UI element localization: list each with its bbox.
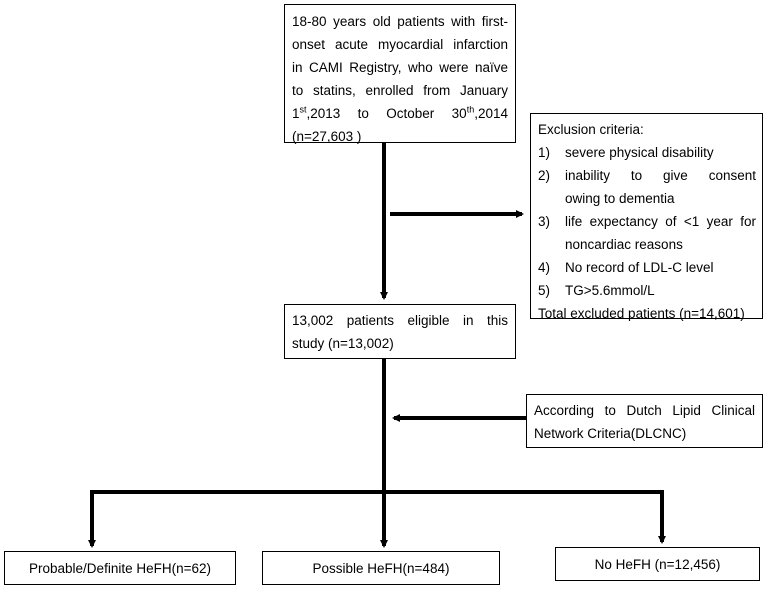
exclusion-list: 1) severe physical disability 2) inabili… bbox=[538, 141, 756, 302]
date-suffix-1: st bbox=[299, 104, 307, 115]
exclusion-item: 3) life expectancy of <1 year for noncar… bbox=[538, 210, 756, 256]
exclusion-item: 5) TG>5.6mmol/L bbox=[538, 279, 756, 302]
outcome-possible-hefh: Possible HeFH(n=484) bbox=[262, 551, 500, 585]
exclusion-item-text: No record of LDL-C level bbox=[565, 260, 714, 275]
exclusion-title: Exclusion criteria: bbox=[538, 122, 644, 137]
date-range-text: ,2013 to October 30 bbox=[306, 106, 467, 121]
enrollment-line-5: 1st,2013 to October 30th,2014 bbox=[292, 102, 508, 125]
exclusion-item: 2) inability to give consent owing to de… bbox=[538, 164, 756, 210]
enrollment-line-1: 18-80 years old patients with first- bbox=[292, 14, 508, 29]
exclusion-item-text: severe physical disability bbox=[565, 145, 714, 160]
eligible-line-2: study (n=13,002) bbox=[292, 336, 394, 351]
exclusion-item-text: inability to give consent bbox=[565, 168, 756, 183]
eligible-line-1: 13,002 patients eligible in this bbox=[292, 313, 508, 328]
date-suffix-2: th bbox=[466, 104, 475, 115]
enrollment-line-2: onset acute myocardial infarction bbox=[292, 37, 508, 52]
exclusion-item-number: 5) bbox=[538, 283, 551, 298]
exclusion-item-text: life expectancy of <1 year for bbox=[565, 214, 756, 229]
criteria-line-1: According to Dutch Lipid Clinical bbox=[534, 403, 755, 418]
enrollment-box: 18-80 years old patients with first- ons… bbox=[284, 4, 516, 144]
exclusion-item-text: owing to dementia bbox=[565, 191, 675, 206]
outcome-probable-definite-hefh: Probable/Definite HeFH(n=62) bbox=[4, 551, 236, 585]
exclusion-item-number: 4) bbox=[538, 260, 551, 275]
enrollment-count: (n=27,603 ) bbox=[292, 129, 362, 144]
criteria-line-2: Network Criteria(DLCNC) bbox=[534, 426, 687, 441]
date-day-1: 1 bbox=[292, 106, 300, 121]
exclusion-item: 1) severe physical disability bbox=[538, 141, 756, 164]
enrollment-line-4: to statins, enrolled from January bbox=[292, 83, 508, 98]
date-year-2: ,2014 bbox=[474, 106, 508, 121]
exclusion-item-number: 3) bbox=[538, 214, 551, 229]
exclusion-total: Total excluded patients (n=14,601) bbox=[538, 306, 745, 321]
enrollment-line-3: in CAMI Registry, who were naïve bbox=[292, 60, 508, 75]
eligible-patients-box: 13,002 patients eligible in this study (… bbox=[284, 304, 516, 359]
dlcnc-criteria-box: According to Dutch Lipid Clinical Networ… bbox=[526, 394, 763, 448]
outcome-no-hefh: No HeFH (n=12,456) bbox=[555, 547, 760, 581]
exclusion-criteria-box: Exclusion criteria: 1) severe physical d… bbox=[530, 113, 763, 321]
exclusion-item-number: 1) bbox=[538, 145, 551, 160]
exclusion-item-number: 2) bbox=[538, 168, 551, 183]
exclusion-item-text: TG>5.6mmol/L bbox=[565, 283, 655, 298]
exclusion-item-text: noncardiac reasons bbox=[565, 237, 683, 252]
exclusion-item: 4) No record of LDL-C level bbox=[538, 256, 756, 279]
